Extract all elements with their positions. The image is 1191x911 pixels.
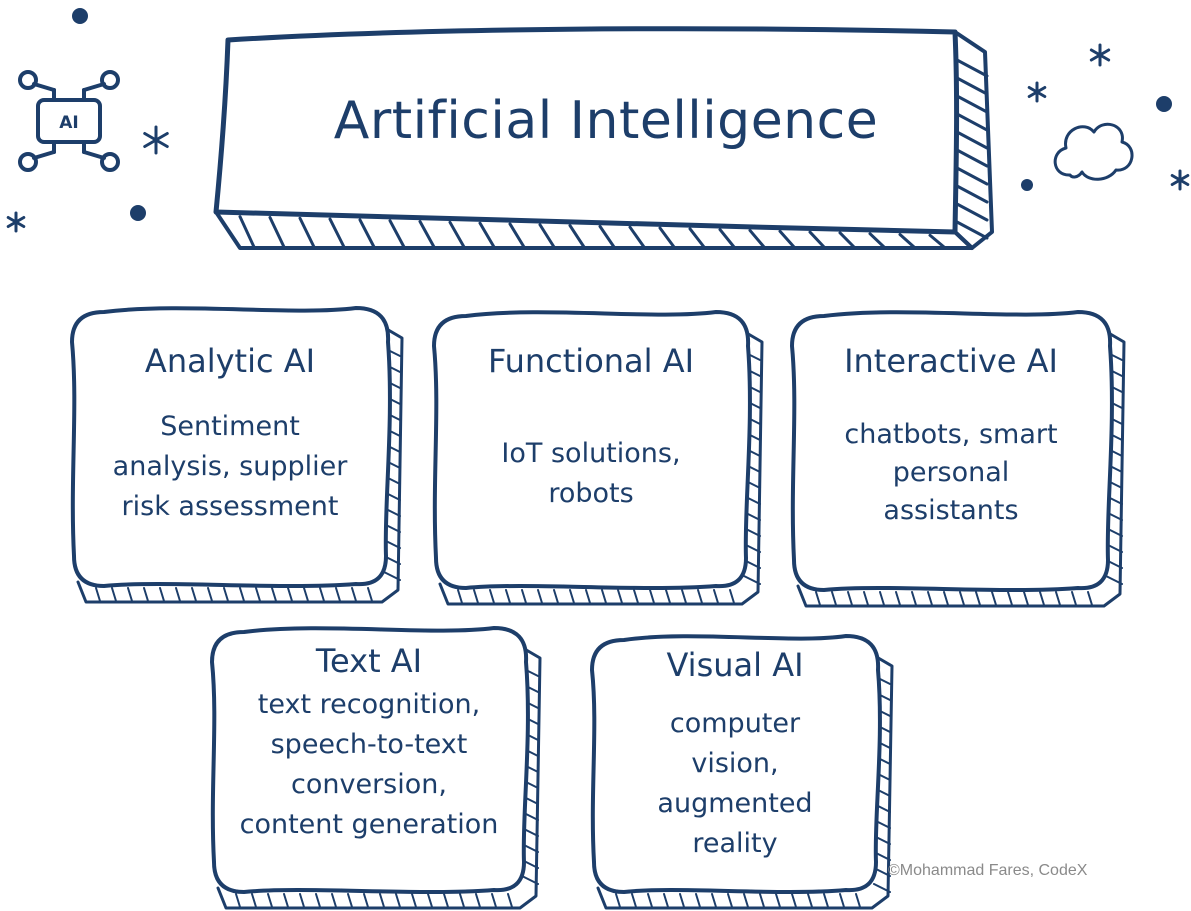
card-description-line: assistants: [883, 495, 1018, 526]
star-icon: [1089, 43, 1111, 67]
card-description-line: content generation: [240, 809, 499, 840]
card-description-line: personal: [893, 457, 1010, 488]
card-title: Visual AI: [666, 646, 803, 684]
card-description-line: computer: [670, 708, 801, 739]
category-card: Functional AI IoT solutions, robots: [432, 310, 764, 606]
category-card: Analytic AI Sentiment analysis, supplier ri…: [70, 306, 404, 604]
card-title: Interactive AI: [844, 342, 1058, 380]
dot-icon: [130, 205, 146, 221]
star-icon: [143, 125, 169, 155]
title-banner: Artificial Intelligence: [213, 26, 994, 250]
card-title: Text AI: [315, 642, 422, 680]
card-description-line: Sentiment: [160, 411, 300, 442]
star-icon: [1027, 81, 1047, 103]
star-icon: [6, 211, 26, 233]
category-card: Text AI text recognition, speech-to-text co…: [210, 626, 542, 910]
card-description-line: analysis, supplier: [113, 451, 349, 482]
card-description-line: conversion,: [291, 769, 447, 800]
card-description-line: augmented: [657, 788, 812, 819]
star-icon: [1170, 169, 1190, 191]
diagram-title: Artificial Intelligence: [334, 91, 878, 151]
card-title: Functional AI: [488, 342, 694, 380]
dot-icon: [1156, 96, 1172, 112]
card-description-line: robots: [548, 478, 633, 509]
card-description-line: risk assessment: [122, 491, 339, 522]
card-description-line: reality: [692, 828, 777, 859]
dot-icon: [72, 8, 88, 24]
cloud-icon: [1053, 122, 1134, 181]
decorations: [72, 8, 1172, 221]
card-description-line: IoT solutions,: [501, 438, 680, 469]
card-description-line: speech-to-text: [271, 729, 468, 760]
ai-chip-label: AI: [59, 113, 78, 133]
card-description-line: text recognition,: [258, 689, 480, 720]
category-card: Interactive AI chatbots, smart personal ass…: [790, 310, 1126, 608]
category-card: Visual AI computer vision, augmented reality: [590, 634, 894, 910]
dot-icon: [1021, 179, 1033, 191]
card-description-line: vision,: [691, 748, 778, 779]
copyright-credit: ©Mohammad Fares, CodeX: [888, 862, 1088, 879]
card-description-line: chatbots, smart: [844, 419, 1057, 450]
ai-chip-icon: AI: [18, 70, 120, 172]
card-title: Analytic AI: [145, 342, 315, 380]
